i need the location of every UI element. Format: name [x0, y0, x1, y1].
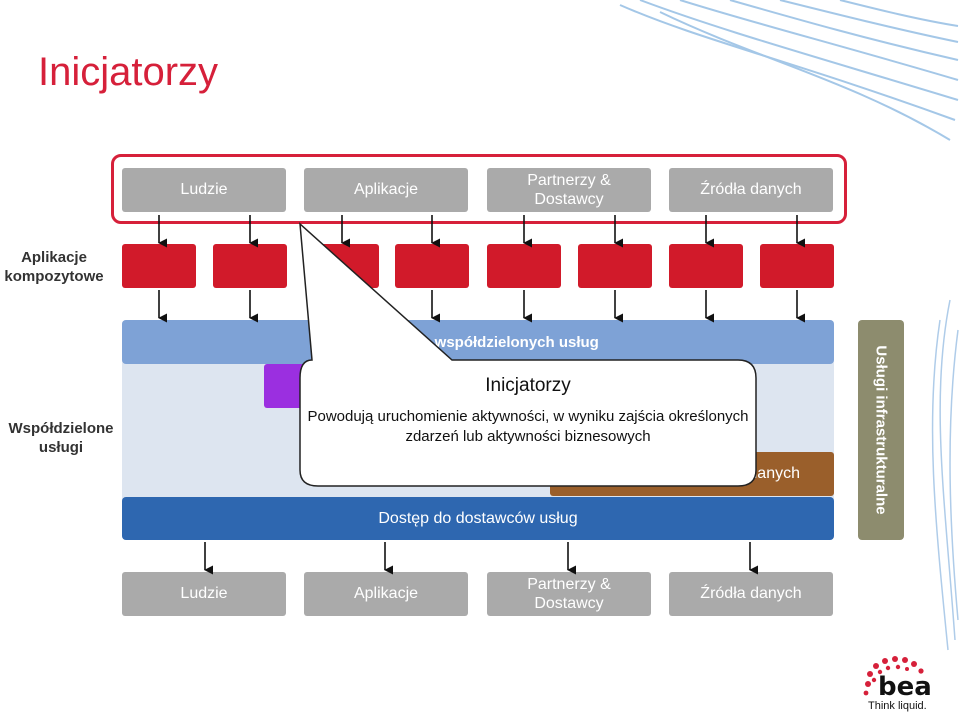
callout: Inicjatorzy Powodują uruchomienie aktywn…	[300, 375, 756, 446]
top-node-data-sources: Źródła danych	[669, 168, 833, 212]
infrastructure-services-bar: Usługi infrastrukturalne	[858, 320, 904, 540]
bottom-node-applications: Aplikacje	[304, 572, 468, 616]
bottom-node-partners: Partnerzy & Dostawcy	[487, 572, 651, 616]
top-node-applications: Aplikacje	[304, 168, 468, 212]
composite-app-box	[669, 244, 743, 288]
bea-logo-tagline: Think liquid.	[868, 700, 927, 712]
bea-logo: bea Think liquid.	[858, 654, 948, 714]
composite-app-box	[487, 244, 561, 288]
callout-bubble	[299, 222, 757, 487]
composite-app-box	[122, 244, 196, 288]
service-providers-access-bar: Dostęp do dostawców usług	[122, 497, 834, 540]
callout-body: Powodują uruchomienie aktywności, w wyni…	[307, 408, 749, 445]
composite-app-box	[578, 244, 652, 288]
bottom-node-data-sources: Źródła danych	[669, 572, 833, 616]
shared-services-label: Współdzielone usługi	[8, 420, 114, 456]
composite-app-box	[213, 244, 287, 288]
top-node-partners: Partnerzy & Dostawcy	[487, 168, 651, 212]
initiators-highlight-frame	[111, 154, 847, 224]
bottom-node-people: Ludzie	[122, 572, 286, 616]
bea-logo-word: bea	[878, 672, 932, 702]
composite-apps-label: Aplikacje kompozytowe	[4, 249, 104, 285]
composite-app-box	[760, 244, 834, 288]
top-node-people: Ludzie	[122, 168, 286, 212]
composite-app-box	[395, 244, 469, 288]
callout-title: Inicjatorzy	[485, 375, 571, 396]
page-title: Inicjatorzy	[38, 50, 219, 94]
bea-logo-dots-icon	[863, 656, 924, 696]
